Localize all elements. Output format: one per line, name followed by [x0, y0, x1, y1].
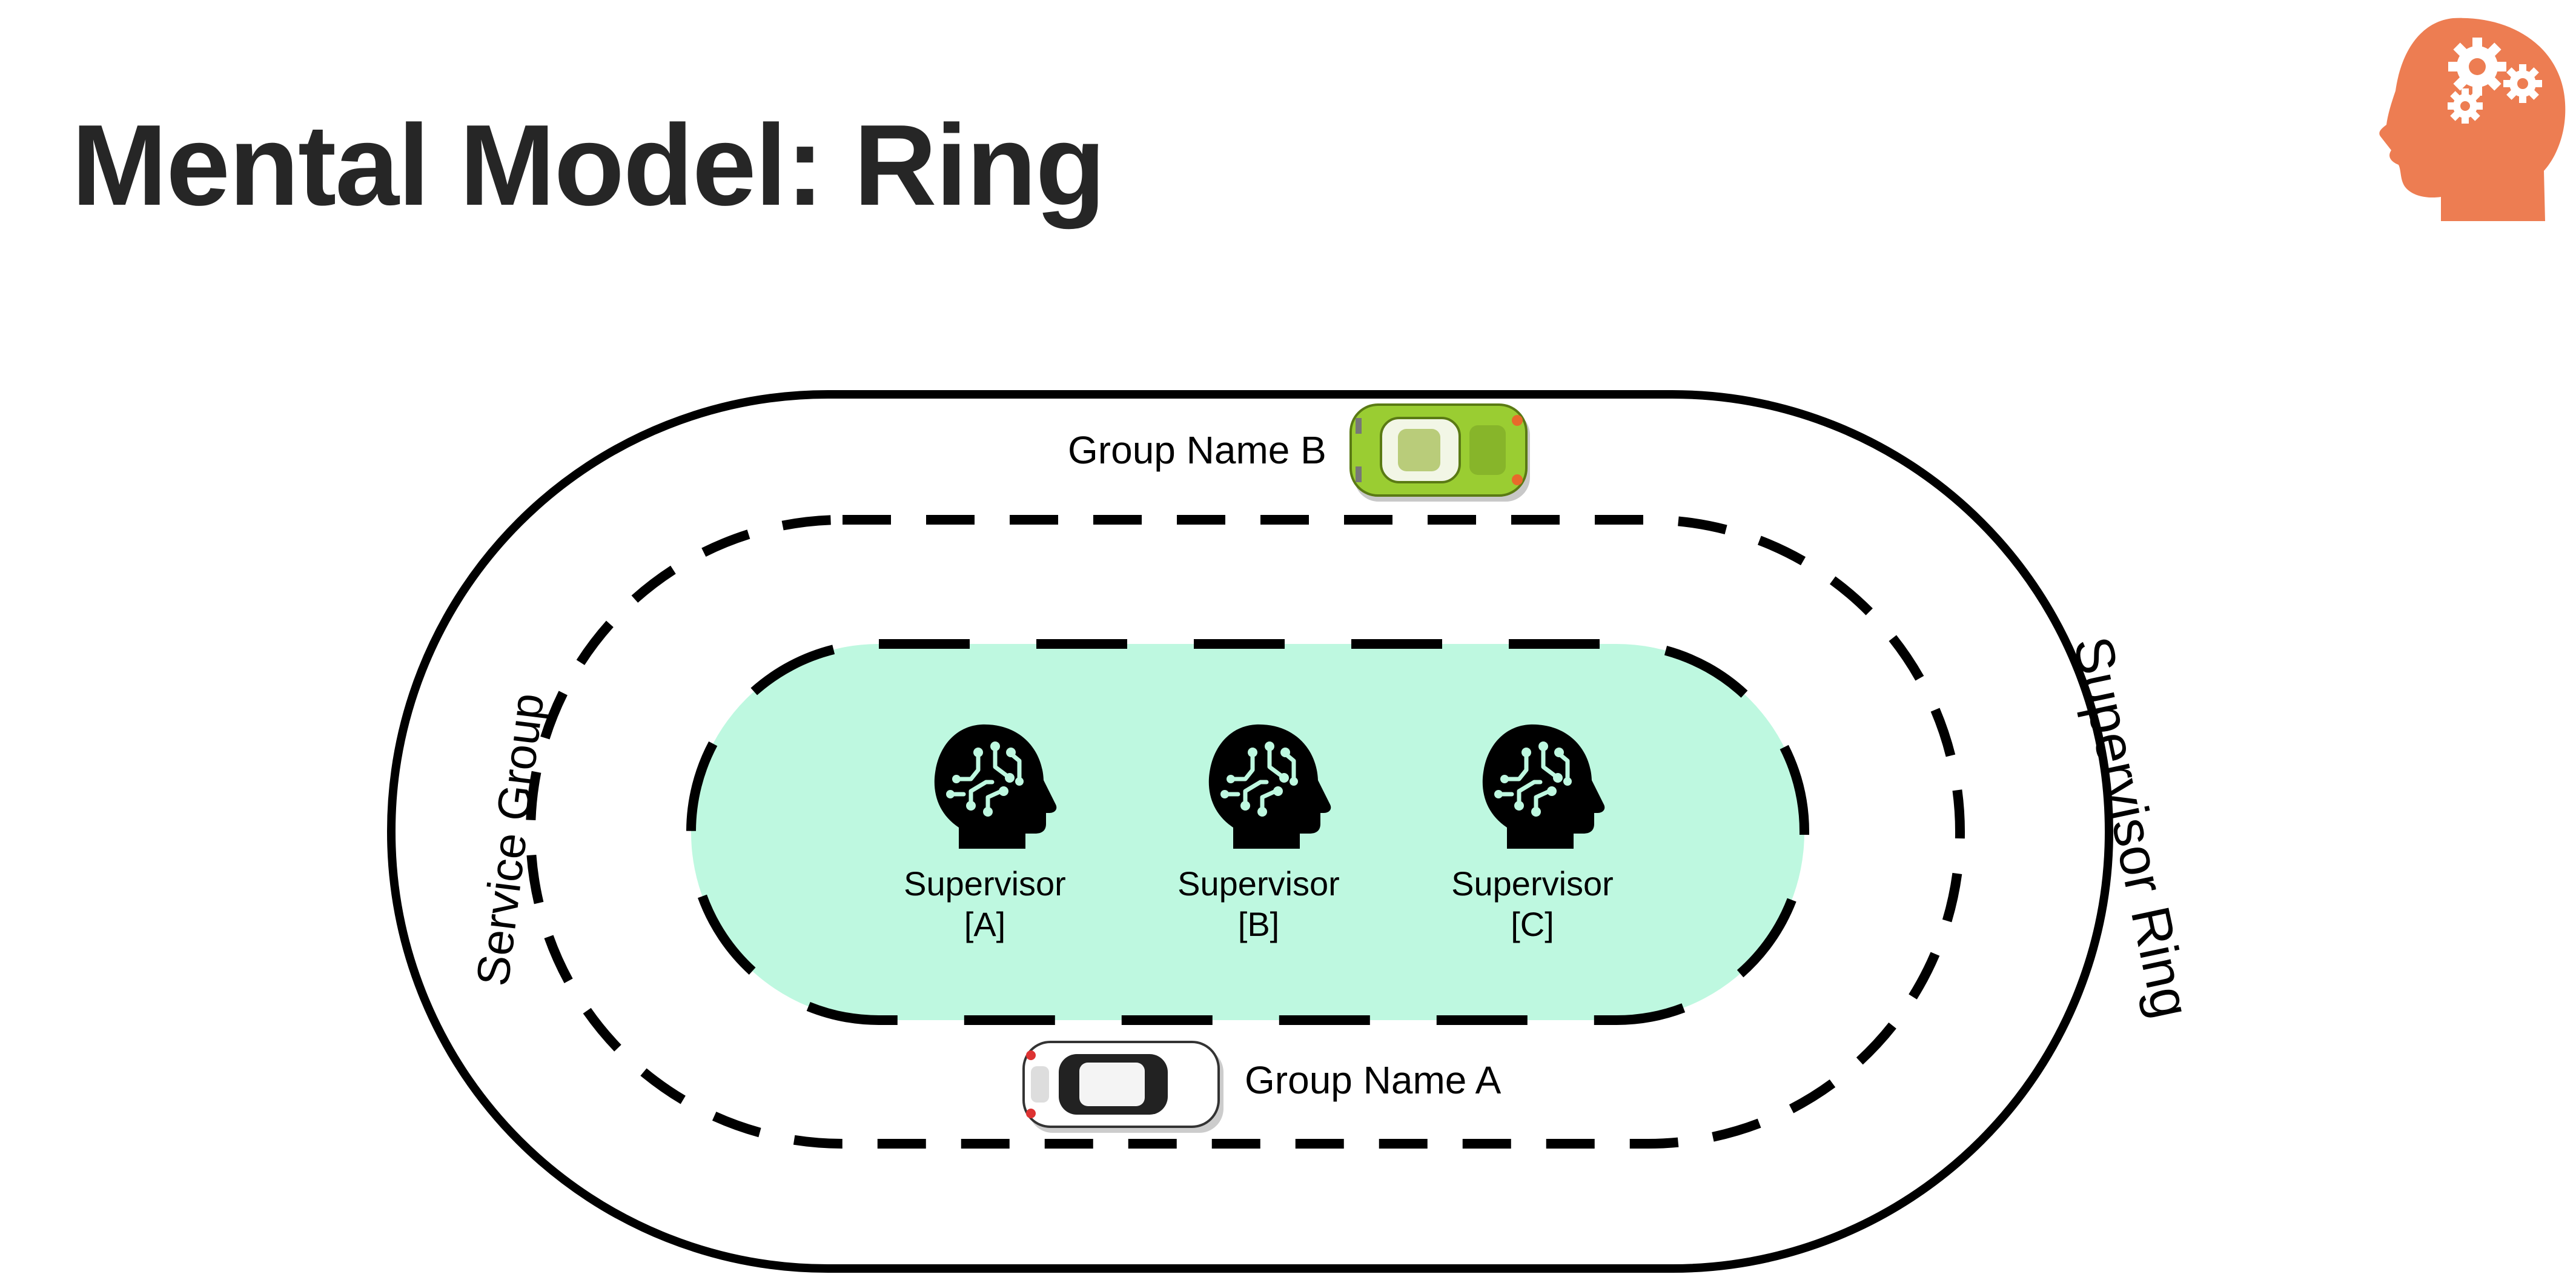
head-with-gears-icon — [2379, 18, 2566, 221]
supervisor-c-name: Supervisor — [1451, 864, 1614, 903]
supervisor-a-name: Supervisor — [904, 864, 1066, 903]
supervisor-c: Supervisor [C] — [1451, 725, 1614, 943]
supervisor-b: Supervisor [B] — [1177, 725, 1340, 943]
service-group-label: Service Group — [467, 691, 554, 989]
supervisor-b-name: Supervisor — [1177, 864, 1340, 903]
group-name-b-label: Group Name B — [1068, 428, 1326, 472]
supervisor-a: Supervisor [A] — [904, 725, 1066, 943]
white-car-icon — [1022, 1041, 1223, 1133]
supervisor-c-id: [C] — [1511, 905, 1554, 943]
service-group-ring — [526, 515, 1965, 1149]
supervisor-a-id: [A] — [964, 905, 1005, 943]
supervisor-ring — [387, 390, 2113, 1273]
supervisor-b-id: [B] — [1238, 905, 1279, 943]
group-name-a-label: Group Name A — [1245, 1058, 1502, 1102]
slide-title: Mental Model: Ring — [71, 101, 1106, 230]
green-car-icon — [1349, 403, 1530, 502]
supervisor-ring-label: Supervisor Ring — [2062, 631, 2202, 1023]
